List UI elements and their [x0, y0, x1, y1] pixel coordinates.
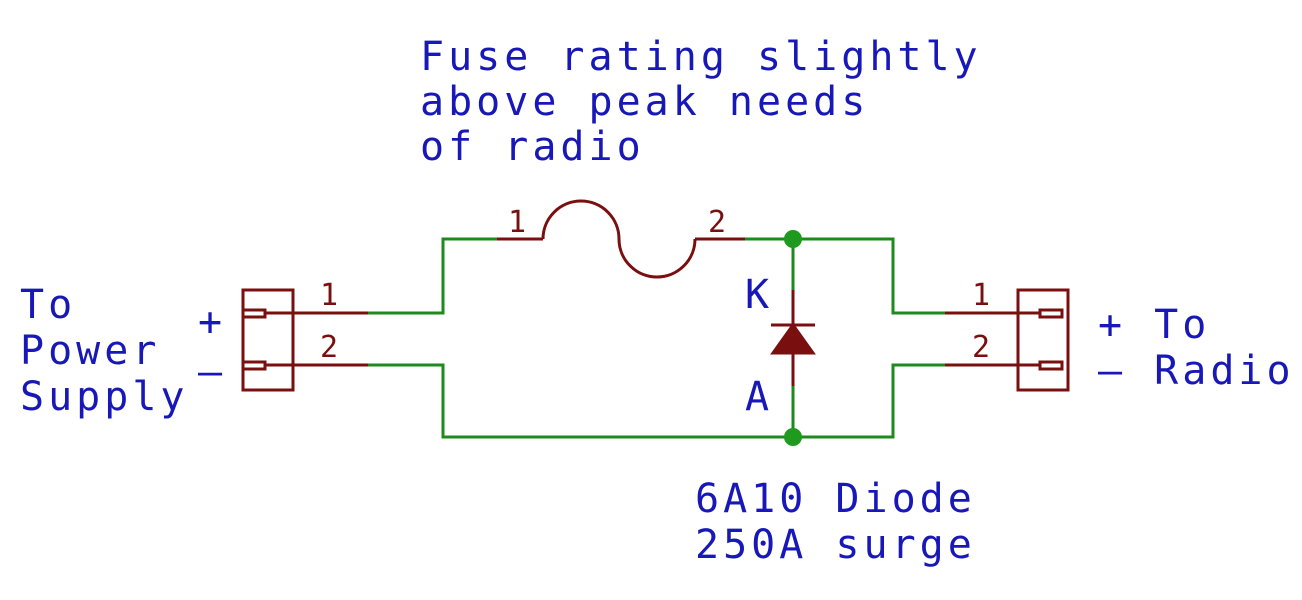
wire-supply-plus-to-fuse — [368, 237, 497, 315]
left-connector-pin-2-number: 2 — [320, 330, 338, 365]
right-connector-body — [1016, 288, 1070, 392]
fuse-note-line-3: of radio — [420, 124, 645, 170]
diode-note-line-1: 6A10 Diode — [695, 476, 976, 522]
left-connector-pin-1-number: 1 — [320, 278, 338, 313]
power-supply-label-line-2: Power — [20, 328, 160, 374]
right-connector-pin-2-slot — [1038, 360, 1064, 371]
left-connector-pin-1-slot — [241, 308, 267, 319]
fuse-pin-1-number: 1 — [508, 205, 526, 240]
fuse-symbol — [541, 199, 697, 279]
diode-anode-label: A — [745, 374, 773, 420]
right-connector-pin-1-number: 1 — [972, 278, 990, 313]
radio-label-line-1: + To — [1098, 302, 1210, 348]
diode — [770, 290, 816, 386]
fuse-note-line-2: above peak needs — [420, 79, 869, 125]
diode-triangle — [770, 322, 816, 355]
fuse-pin-2-number: 2 — [708, 205, 726, 240]
diode-note-line-2: 250A surge — [695, 522, 976, 568]
left-connector-plus-sign: + — [198, 299, 226, 345]
right-connector-pin-2-number: 2 — [972, 330, 990, 365]
junction-dot-bottom — [784, 428, 802, 446]
power-supply-label-line-3: Supply — [20, 374, 189, 420]
right-connector-pin-1-slot — [1038, 308, 1064, 319]
radio-label-line-2: – Radio — [1098, 348, 1295, 394]
radio-connector — [945, 288, 1070, 392]
wire-fuse-to-radio-plus — [745, 237, 945, 315]
wire-supply-minus-to-radio-minus — [368, 363, 945, 439]
power-supply-label-line-1: To — [20, 282, 76, 328]
left-connector-minus-sign: – — [198, 349, 226, 395]
diode-cathode-label: K — [745, 272, 773, 318]
wires — [368, 237, 945, 439]
left-connector-body — [241, 288, 295, 392]
fuse — [497, 199, 745, 279]
power-supply-connector — [241, 288, 368, 392]
fuse-note-line-1: Fuse rating slightly — [420, 34, 982, 80]
junction-dot-top — [784, 230, 802, 248]
left-connector-pin-2-slot — [241, 360, 267, 371]
